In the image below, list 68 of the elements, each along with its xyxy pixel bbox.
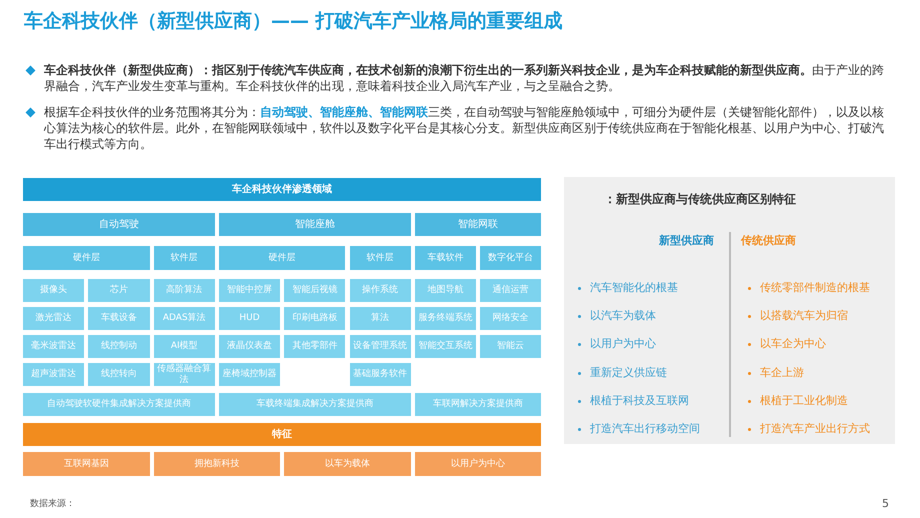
column-heading: 新型供应商 [659, 233, 714, 248]
layer-box: 软件层 [154, 246, 215, 270]
list-item: 打造汽车出行移动空间 [590, 421, 700, 436]
list-item: 车企上游 [760, 364, 804, 380]
item-box: 印刷电路板 [284, 307, 346, 330]
item-box: 线控转向 [88, 363, 150, 386]
item-box: 智能中控屏 [218, 279, 280, 302]
item-box: 操作系统 [350, 279, 411, 302]
domain-box: 智能座舱 [218, 213, 411, 236]
panel-title: ：新型供应商与传统供应商区别特征 [604, 191, 796, 208]
item-box: 算法 [350, 307, 411, 330]
item-box: 自动驾驶软硬件集成解决方案提供商 [23, 393, 215, 416]
header-bar: 特征 [23, 423, 542, 446]
layer-box: 软件层 [350, 246, 411, 270]
item-box: 其他零部件 [284, 335, 346, 358]
list-item: 汽车智能化的根基 [590, 280, 678, 295]
feature-box: 以车为载体 [284, 452, 411, 476]
page-number: 5 [882, 497, 889, 510]
item-box: 车载终端集成解决方案提供商 [218, 393, 411, 416]
layer-box: 硬件层 [23, 246, 150, 270]
item-box: 基础服务软件 [350, 363, 411, 386]
item-box: 线控制动 [88, 335, 150, 358]
item-box: 高阶算法 [154, 279, 215, 302]
item-box: 智能后视镜 [284, 279, 346, 302]
intro-paragraph: 根据车企科技伙伴的业务范围将其分为：自动驾驶、智能座舱、智能网联三类，在自动驾驶与智能座舱领域中，可细分为硬件层（关键智能化部件），以及以核心算法为核心的软件层。此外，在智能网联领域中，软件以及数字化平台是其核心分支。新型供应商区别于传统供应商在于智能化根基、以用户为中心、打破汽车出行模式等方向。 [44, 104, 885, 152]
source-note: 数据来源： [30, 498, 75, 510]
intro-paragraph: 车企科技伙伴（新型供应商）：指区别于传统汽车供应商，在技术创新的浪潮下衍生出的一系列新兴科技企业，是为车企科技赋能的新型供应商。由于产业的跨界融合，汽车产业发生变革与重构。车企科技伙伴的出现，意味着科技企业入局汽车产业，与之呈融合之势。 [44, 62, 885, 94]
item-box: AI模型 [154, 335, 215, 358]
domain-box: 自动驾驶 [23, 213, 215, 236]
feature-box: 互联网基因 [23, 452, 150, 476]
item-box: 地图导航 [414, 279, 476, 302]
item-box: HUD [218, 307, 280, 330]
layer-box: 车载软件 [414, 246, 476, 270]
header-bar: 车企科技伙伴渗透领域 [23, 178, 542, 201]
item-box: 毫米波雷达 [23, 335, 84, 358]
list-item: 以汽车为载体 [590, 308, 656, 324]
item-box: 传感器融合算法 [154, 363, 215, 386]
item-box: 液晶仪表盘 [218, 335, 280, 358]
item-box: 激光雷达 [23, 307, 84, 330]
item-box: 座椅域控制器 [218, 363, 280, 386]
list-item: 以车企为中心 [760, 336, 826, 352]
domain-box: 智能网联 [414, 213, 542, 236]
item-box: 车载设备 [88, 307, 150, 330]
list-item: 根植于工业化制造 [760, 392, 848, 408]
item-box: 网络安全 [480, 307, 542, 330]
item-box: 通信运营 [480, 279, 542, 302]
item-box: 摄像头 [23, 279, 84, 302]
feature-box: 拥抱新科技 [154, 452, 280, 476]
list-item: 以用户为中心 [590, 336, 656, 352]
list-item: 以搭载汽车为归宿 [760, 308, 848, 324]
item-box: 智能云 [480, 335, 542, 358]
list-item: 根植于科技及互联网 [590, 392, 689, 408]
item-box: 超声波雷达 [23, 363, 84, 386]
item-box: 车联网解决方案提供商 [414, 393, 542, 416]
list-item: 传统零部件制造的根基 [760, 280, 870, 295]
layer-box: 数字化平台 [480, 246, 542, 270]
feature-box: 以用户为中心 [414, 452, 542, 476]
list-item: 打造汽车产业出行方式 [760, 421, 870, 436]
item-box: 设备管理系统 [350, 335, 411, 358]
item-box: 芯片 [88, 279, 150, 302]
comparison-panel [564, 177, 895, 444]
layer-box: 硬件层 [218, 246, 346, 270]
list-item: 重新定义供应链 [590, 364, 667, 380]
item-box: ADAS算法 [154, 307, 215, 330]
item-box: 智能交互系统 [414, 335, 476, 358]
column-heading: 传统供应商 [741, 233, 796, 248]
slide-title: 车企科技伙伴（新型供应商）—— 打破汽车产业格局的重要组成 [24, 9, 563, 34]
item-box: 服务终端系统 [414, 307, 476, 330]
